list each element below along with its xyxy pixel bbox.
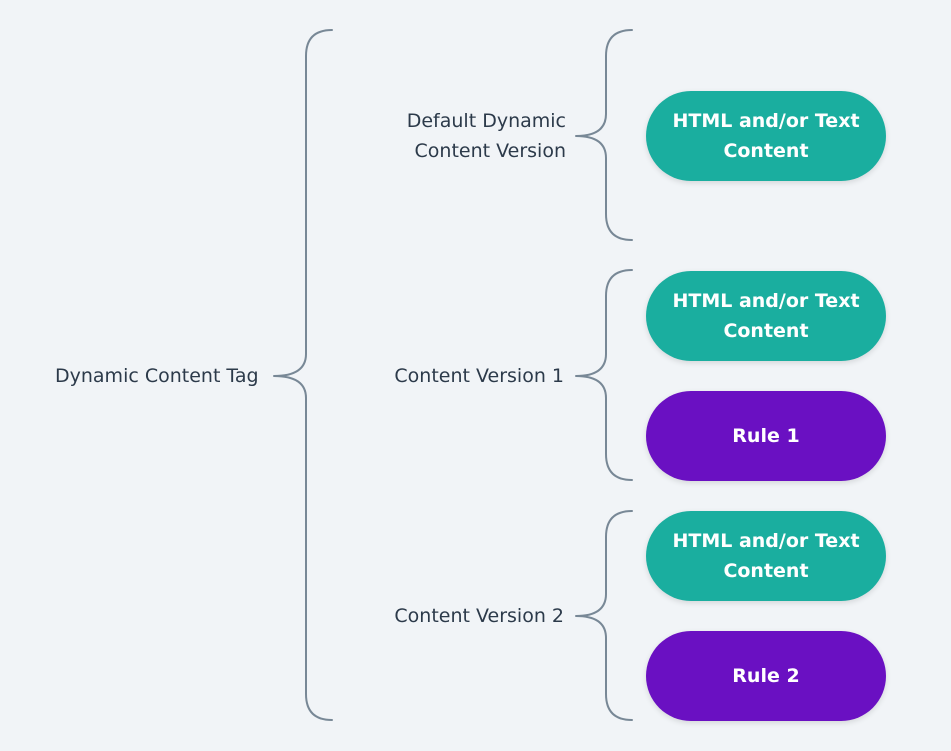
version-2-bracket — [575, 510, 633, 721]
root-label: Dynamic Content Tag — [55, 365, 259, 387]
version-1-label: Content Version 1 — [394, 365, 564, 387]
default-version-label-line2: Content Version — [414, 140, 566, 162]
version-2-rule-label: Rule 2 — [732, 665, 800, 687]
root-bracket — [273, 29, 333, 721]
default-content-line1: HTML and/or Text — [672, 110, 860, 132]
default-version-label-line1: Default Dynamic — [406, 110, 566, 132]
version-1-content-pill: HTML and/or Text Content — [646, 271, 886, 361]
default-version-bracket — [575, 29, 633, 241]
default-content-line2: Content — [723, 140, 809, 162]
version-1-content-line1: HTML and/or Text — [672, 290, 860, 312]
version-2-content-line1: HTML and/or Text — [672, 530, 860, 552]
version-2-label: Content Version 2 — [394, 605, 564, 627]
version-2-content-pill: HTML and/or Text Content — [646, 511, 886, 601]
version-1-bracket — [575, 269, 633, 481]
version-2-rule-pill: Rule 2 — [646, 631, 886, 721]
default-content-pill: HTML and/or Text Content — [646, 91, 886, 181]
default-version-label: Default Dynamic Content Version — [407, 106, 566, 166]
version-1-content-line2: Content — [723, 320, 809, 342]
version-2-content-line2: Content — [723, 560, 809, 582]
version-1-rule-pill: Rule 1 — [646, 391, 886, 481]
version-1-rule-label: Rule 1 — [732, 425, 800, 447]
